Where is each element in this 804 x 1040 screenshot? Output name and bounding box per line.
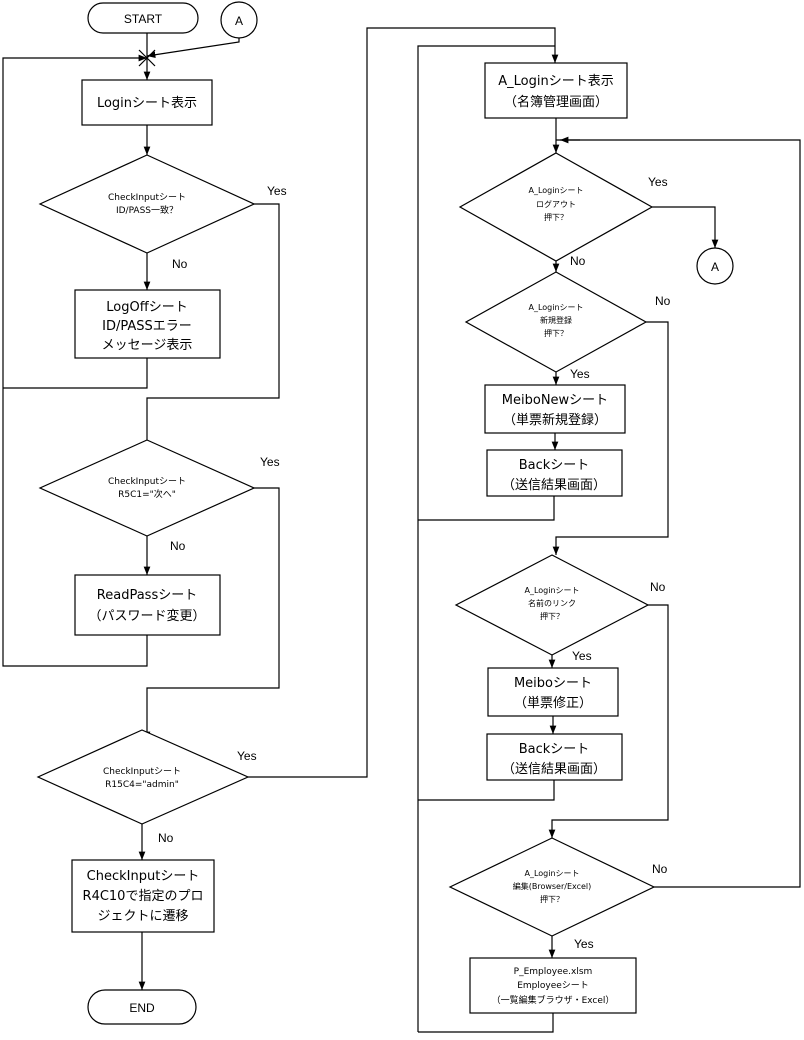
- end-terminator: END: [87, 989, 197, 1025]
- meibonew-sheet-box: MeiboNewシート （単票新規登録）: [484, 384, 626, 434]
- svg-text:CheckInputシート: CheckInputシート: [87, 869, 200, 884]
- svg-text:ID/PASSエラー: ID/PASSエラー: [102, 319, 192, 334]
- svg-text:押下？: 押下？: [544, 212, 568, 222]
- no-label: No: [570, 254, 586, 268]
- connector-a-top: A: [220, 1, 258, 39]
- meibo-sheet-box: Meiboシート （単票修正）: [487, 667, 619, 717]
- svg-text:A_Loginシート: A_Loginシート: [524, 869, 579, 878]
- yes-label: Yes: [570, 367, 590, 381]
- decision-new: A_Loginシート 新規登録 押下？: [464, 271, 648, 373]
- svg-text:A: A: [235, 14, 243, 28]
- logoff-sheet-box: LogOffシート ID/PASSエラー メッセージ表示: [74, 289, 221, 359]
- svg-text:編集(Browser/Excel): 編集(Browser/Excel): [513, 881, 592, 891]
- svg-text:（一覧編集ブラウザ・Excel）: （一覧編集ブラウザ・Excel）: [492, 994, 615, 1006]
- svg-text:END: END: [129, 1001, 155, 1015]
- no-label: No: [158, 831, 174, 845]
- svg-text:メッセージ表示: メッセージ表示: [102, 338, 193, 353]
- svg-text:ID/PASS一致？: ID/PASS一致？: [116, 204, 178, 216]
- svg-text:押下？: 押下？: [540, 894, 564, 904]
- decision-admin: CheckInputシート R15C4="admin": [36, 729, 250, 825]
- svg-text:（単票新規登録）: （単票新規登録）: [503, 412, 607, 428]
- decision-link: A_Loginシート 名前のリンク 押下？: [454, 554, 650, 656]
- svg-text:R4C10で指定のプロ: R4C10で指定のプロ: [83, 889, 204, 904]
- svg-text:新規登録: 新規登録: [540, 315, 572, 325]
- connector-a-right: A: [696, 247, 734, 285]
- svg-text:R5C1="次へ": R5C1="次へ": [118, 488, 176, 500]
- no-label: No: [652, 862, 668, 876]
- yes-label: Yes: [574, 937, 594, 951]
- svg-text:CheckInputシート: CheckInputシート: [103, 767, 181, 777]
- checkinput-sheet-box: CheckInputシート R4C10で指定のプロ ジェクトに遷移: [71, 859, 215, 933]
- login-sheet-box: Loginシート表示: [81, 79, 213, 126]
- yes-label: Yes: [260, 455, 280, 469]
- yes-label: Yes: [237, 749, 257, 763]
- svg-text:MeiboNewシート: MeiboNewシート: [502, 393, 608, 408]
- employee-sheet-box: P_Employee.xlsm Employeeシート （一覧編集ブラウザ・Ex…: [469, 957, 637, 1014]
- svg-text:Employeeシート: Employeeシート: [517, 981, 589, 991]
- svg-text:Loginシート表示: Loginシート表示: [97, 96, 197, 111]
- svg-text:START: START: [124, 12, 163, 26]
- readpass-sheet-box: ReadPassシート （パスワード変更）: [74, 574, 221, 636]
- svg-text:（送信結果画面）: （送信結果画面）: [502, 762, 606, 777]
- back-sheet-box-2: Backシート （送信結果画面）: [486, 733, 623, 781]
- yes-label: Yes: [648, 175, 668, 189]
- svg-text:ログアウト: ログアウト: [536, 199, 576, 209]
- svg-text:CheckInputシート: CheckInputシート: [108, 477, 186, 487]
- no-label: No: [172, 257, 188, 271]
- svg-text:A_Loginシート表示: A_Loginシート表示: [498, 74, 613, 89]
- svg-text:A_Loginシート: A_Loginシート: [528, 186, 583, 195]
- svg-text:ReadPassシート: ReadPassシート: [97, 588, 197, 603]
- yes-label: Yes: [267, 184, 287, 198]
- no-label: No: [655, 294, 671, 308]
- svg-text:A_Loginシート: A_Loginシート: [524, 586, 579, 595]
- yes-label: Yes: [572, 649, 592, 663]
- decision-edit: A_Loginシート 編集(Browser/Excel) 押下？: [448, 837, 656, 937]
- svg-text:A_Loginシート: A_Loginシート: [528, 303, 583, 312]
- no-label: No: [650, 580, 666, 594]
- svg-text:名前のリンク: 名前のリンク: [528, 598, 576, 608]
- svg-text:Meiboシート: Meiboシート: [514, 676, 592, 691]
- svg-text:（送信結果画面）: （送信結果画面）: [502, 478, 606, 493]
- decision-idpass: CheckInputシート ID/PASS一致？: [38, 154, 256, 254]
- svg-text:LogOffシート: LogOffシート: [106, 300, 187, 315]
- svg-text:（名簿管理画面）: （名簿管理画面）: [504, 94, 608, 110]
- svg-text:（単票修正）: （単票修正）: [514, 695, 592, 711]
- svg-text:（パスワード変更）: （パスワード変更）: [88, 608, 205, 624]
- no-label: No: [170, 539, 186, 553]
- svg-text:R15C4="admin": R15C4="admin": [105, 780, 179, 790]
- decision-r5c1: CheckInputシート R5C1="次へ": [38, 439, 256, 537]
- svg-text:A: A: [711, 260, 719, 274]
- svg-text:Backシート: Backシート: [519, 458, 590, 473]
- svg-text:押下？: 押下？: [540, 611, 564, 621]
- back-sheet-box-1: Backシート （送信結果画面）: [486, 449, 623, 497]
- alogin-sheet-box: A_Loginシート表示 （名簿管理画面）: [484, 62, 628, 119]
- svg-text:ジェクトに遷移: ジェクトに遷移: [97, 909, 188, 924]
- svg-text:P_Employee.xlsm: P_Employee.xlsm: [514, 967, 593, 977]
- svg-text:Backシート: Backシート: [519, 742, 590, 757]
- start-terminator: START: [87, 2, 199, 34]
- svg-text:CheckInputシート: CheckInputシート: [108, 193, 186, 203]
- svg-text:押下？: 押下？: [544, 328, 568, 338]
- decision-logout: A_Loginシート ログアウト 押下？: [458, 152, 654, 262]
